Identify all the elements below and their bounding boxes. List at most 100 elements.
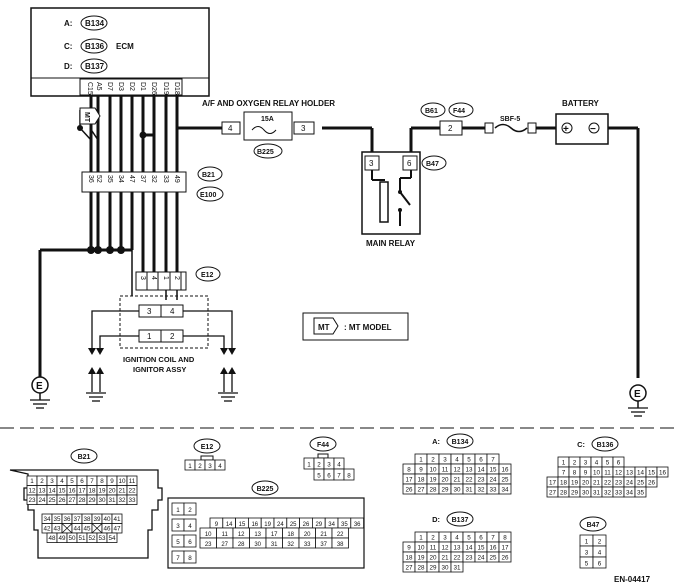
c_b136-pin-8: 8 xyxy=(573,470,577,477)
d_b137-pin-13: 13 xyxy=(453,545,461,552)
b225-pin-35: 35 xyxy=(341,522,348,528)
b21-pin-37: 37 xyxy=(73,516,81,523)
d_b137-pin-27: 27 xyxy=(405,565,413,572)
a_b134-pin-33: 33 xyxy=(489,487,497,494)
f44-pin-1: 1 xyxy=(307,462,311,469)
a_b134-pin-23: 23 xyxy=(477,477,485,484)
b21-pin-27: 27 xyxy=(68,497,76,504)
a_b134-pin-30: 30 xyxy=(453,487,461,494)
a_b134-pin-15: 15 xyxy=(489,467,497,474)
view-code-b47: B47 xyxy=(587,522,600,529)
b21-pin-54: 54 xyxy=(108,535,116,542)
b21-pin-2: 2 xyxy=(40,478,44,485)
d_b137-pin-16: 16 xyxy=(489,545,497,552)
b21-pin-44: 44 xyxy=(73,526,81,533)
ignition-coil-assy: 3 4 1 2 IGNITION COIL AND IGNITOR ASSY xyxy=(119,295,209,374)
b21-pin-30: 30 xyxy=(98,497,106,504)
b21-pin-1: 1 xyxy=(30,478,34,485)
f44-pin-6: 6 xyxy=(327,473,331,480)
e12-view-pin-2: 2 xyxy=(198,463,202,470)
b21-pin-7: 7 xyxy=(90,478,94,485)
b21-pin-4: 4 xyxy=(60,478,64,485)
a_b134-pin-26: 26 xyxy=(405,487,413,494)
b225-pin-19: 19 xyxy=(264,522,271,528)
b21-pin-48: 48 xyxy=(48,535,56,542)
battery-plus: + xyxy=(563,124,569,135)
b21-pin-11: 11 xyxy=(129,478,136,485)
d_b137-pin-17: 17 xyxy=(501,545,509,552)
b21-pin-26: 26 xyxy=(58,497,66,504)
a_b134-pin-1: 1 xyxy=(419,457,423,464)
figure-id: EN-04417 xyxy=(614,575,651,584)
a_b134-pin-24: 24 xyxy=(489,477,497,484)
b21-pin-6: 6 xyxy=(80,478,84,485)
b21-pin-41: 41 xyxy=(113,516,121,523)
b225-pin-20: 20 xyxy=(304,532,311,538)
a_b134-pin-8: 8 xyxy=(407,467,411,474)
code-e100: E100 xyxy=(200,192,216,199)
ground-left: E xyxy=(30,376,50,409)
e12-pin-3: 3 xyxy=(139,276,146,280)
c_b136-cell xyxy=(634,486,647,498)
b21-e100-pin-35: 35 xyxy=(106,175,113,183)
b225-pin-9: 9 xyxy=(215,522,219,528)
d_b137-pin-3: 3 xyxy=(443,535,447,542)
a_b134-pin-9: 9 xyxy=(419,467,423,474)
code-e12: E12 xyxy=(201,272,214,279)
ground-label-right: E xyxy=(634,389,641,400)
ecm-prefix-c: C: xyxy=(64,42,72,51)
b47-pin-1: 1 xyxy=(585,539,589,546)
b225-pin-36: 36 xyxy=(354,522,361,528)
b21-pin-15: 15 xyxy=(58,488,66,495)
b21-pin-18: 18 xyxy=(88,488,96,495)
b21-pin-21: 21 xyxy=(118,488,126,495)
legend-icon-text: MT xyxy=(318,323,330,332)
b21-pin-14: 14 xyxy=(48,488,56,495)
ecm-code-b134: B134 xyxy=(85,19,105,28)
c_b136-pin-21: 21 xyxy=(593,480,601,487)
b21-pin-16: 16 xyxy=(68,488,76,495)
d_b137-pin-2: 2 xyxy=(431,535,435,542)
b21-pin-13: 13 xyxy=(38,488,46,495)
d_b137-pin-9: 9 xyxy=(407,545,411,552)
view-code-b136: B136 xyxy=(597,442,614,449)
b225-pin-31: 31 xyxy=(271,542,278,548)
d_b137-cell xyxy=(450,561,464,573)
b225-pin-5: 5 xyxy=(176,539,180,546)
b21-pin-42: 42 xyxy=(43,526,51,533)
battery-label: BATTERY xyxy=(562,99,600,108)
a_b134-pin-3: 3 xyxy=(443,457,447,464)
b225-pin-37: 37 xyxy=(320,542,327,548)
c_b136-pin-33: 33 xyxy=(615,490,623,497)
b225-pin-15: 15 xyxy=(239,522,246,528)
b21-pin-9: 9 xyxy=(110,478,114,485)
d_b137-pin-25: 25 xyxy=(489,555,497,562)
a_b134-pin-2: 2 xyxy=(431,457,435,464)
b225-pin-24: 24 xyxy=(277,522,284,528)
b21-pin-38: 38 xyxy=(83,516,91,523)
b21-pin-29: 29 xyxy=(88,497,96,504)
b21-pin-23: 23 xyxy=(28,497,36,504)
a_b134-pin-21: 21 xyxy=(453,477,461,484)
f44-pin-8: 8 xyxy=(347,473,351,480)
a_b134-pin-34: 34 xyxy=(501,487,509,494)
fuse-rating: 15A xyxy=(261,116,274,123)
b225-pin-38: 38 xyxy=(337,542,344,548)
ecm-pin-d3: D3 xyxy=(117,82,124,91)
signal-arrows xyxy=(88,348,236,374)
c_b136-pin-27: 27 xyxy=(549,490,557,497)
view-code-b225: B225 xyxy=(257,486,274,493)
b225-pin-22: 22 xyxy=(337,532,344,538)
b21-pin-34: 34 xyxy=(43,516,51,523)
d_b137-pin-20: 20 xyxy=(429,555,437,562)
d_b137-pin-14: 14 xyxy=(465,545,473,552)
d_b137-pin-6: 6 xyxy=(479,535,483,542)
code-f44: F44 xyxy=(453,108,465,115)
b21-pin-53: 53 xyxy=(98,535,106,542)
d_b137-pin-12: 12 xyxy=(441,545,449,552)
c_b136-pin-35: 35 xyxy=(637,490,645,497)
b225-pin-18: 18 xyxy=(287,532,294,538)
b225-pin-7: 7 xyxy=(176,555,180,562)
